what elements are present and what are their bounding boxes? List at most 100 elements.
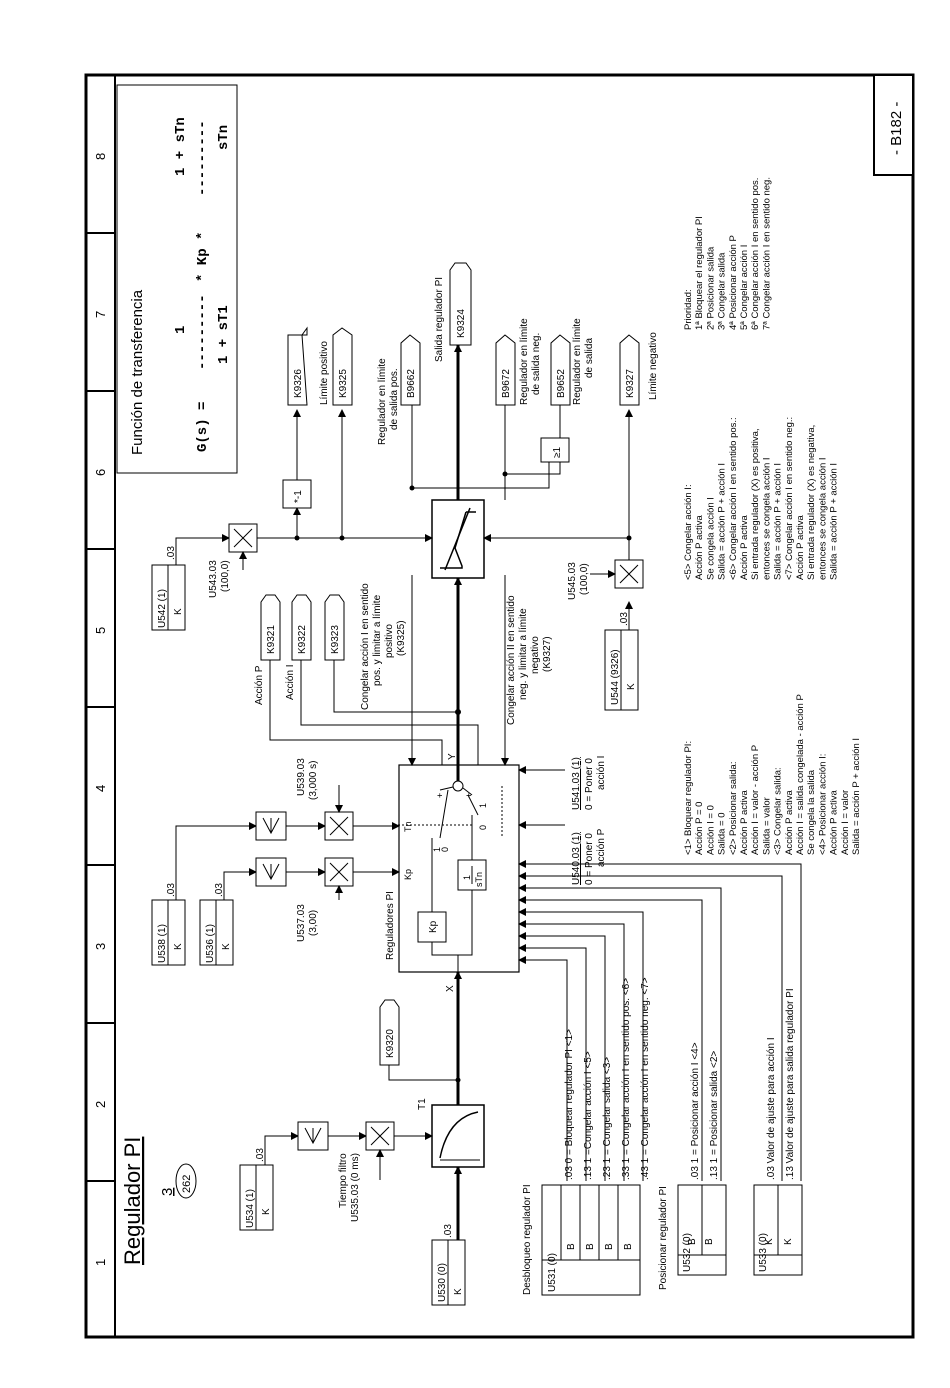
svg-text:+: + (435, 793, 445, 798)
b9662-connector[interactable]: B9662 (400, 334, 421, 406)
note-line: 2ª Posicionar salida (705, 246, 716, 330)
u534-param[interactable]: U534 (1) K (239, 1164, 274, 1231)
column-ruler (86, 232, 115, 1182)
u531-param[interactable]: U531 (0) B B B B (541, 1184, 641, 1296)
column-numbers: 8 7 6 5 4 3 2 1 (93, 153, 108, 1266)
u539-value: (3,000 s) (308, 761, 319, 800)
u542-label: U542 (1) (157, 589, 168, 628)
note-line: Si entrada regulador (X) es negativa, (806, 425, 817, 580)
u544-idx: .03 (619, 612, 630, 626)
tf-num2: 1 + sTn (173, 117, 189, 176)
col-2: 2 (93, 1101, 108, 1108)
u533-param[interactable]: U533 (0) K K (753, 1184, 803, 1276)
svg-text:B: B (566, 1243, 577, 1250)
page-title: Regulador PI (120, 1137, 145, 1265)
svg-text:.03 0 = Bloquear regulador PI: .03 0 = Bloquear regulador PI <1> (564, 1029, 575, 1180)
note-line: Acción I = valor (840, 790, 851, 855)
k9327-connector[interactable]: K9327 (619, 334, 640, 406)
note-line: Salida = acción P + acción I (829, 463, 840, 580)
tf-dashes2: --------- (195, 120, 211, 196)
u544-k: K (626, 683, 637, 690)
sw-p-0: 0 (440, 847, 450, 852)
u536-param[interactable]: U536 (1) K (199, 899, 234, 966)
u534-label: U534 (1) (245, 1189, 256, 1228)
u532-param[interactable]: U532 (0) B B (677, 1184, 727, 1276)
sw-i-0: 0 (478, 825, 488, 830)
u541-desc2: acción I (596, 756, 607, 790)
note-line: <5> Congelar acción I: (683, 484, 694, 580)
page-number: 3 (159, 1188, 176, 1196)
note-line: Acción I = valor - acción P (750, 745, 761, 855)
svg-text:B: B (585, 1243, 596, 1250)
u542-param[interactable]: U542 (1) K (151, 564, 186, 631)
svg-text:.23 1 = Congelar salida <3>: .23 1 = Congelar salida <3> (602, 1057, 613, 1180)
limite-neg-label: Límite negativo (648, 332, 659, 400)
note-line: Acción P activa (784, 790, 795, 855)
k9326-label: K9326 (293, 369, 304, 398)
valor-lines: .03 Valor de ajuste para acción I .13 Va… (766, 988, 796, 1180)
u544-param[interactable]: U544 (9326) K (604, 629, 639, 711)
u538-param[interactable]: U538 (1) K (151, 899, 186, 966)
u530-param[interactable]: U530 (0) K (431, 1239, 466, 1306)
u542-idx: .03 (166, 546, 177, 560)
note-line: 6ª Congelar acción I en sentido pos. (750, 178, 761, 330)
posicionar-lines: .03 1 = Posicionar acción I <4> .13 1 = … (690, 1042, 720, 1180)
x-label: X (445, 985, 456, 992)
col-6: 6 (93, 469, 108, 476)
u543-label: U543.03 (208, 560, 219, 598)
note-line: 1ª Bloquear el regulador PI (694, 216, 705, 330)
page-ref-oval (175, 1163, 197, 1199)
k9324-connector[interactable]: K9324 (449, 262, 472, 346)
u530-idx: .03 (443, 1224, 454, 1238)
k9325-label: K9325 (338, 369, 349, 398)
u540-desc2: acción P (596, 828, 607, 867)
kp-block-label: Kp (428, 920, 439, 933)
b9652-connector[interactable]: B9652 (550, 334, 571, 406)
note-line: entonces se congela acción I (817, 457, 828, 580)
u536-k: K (221, 943, 232, 950)
tn-input-label: Tn (403, 821, 413, 832)
svg-text:.13 Valor de ajuste para sali: .13 Valor de ajuste para salida regulado… (785, 988, 796, 1180)
svg-text:.13 1 =Congelar acción I <5>: .13 1 =Congelar acción I <5> (583, 1051, 594, 1180)
u538-label: U538 (1) (157, 924, 168, 963)
lim-1: Regulador en límite (572, 318, 583, 405)
note-line: Salida = 0 (717, 812, 728, 855)
desbloqueo-heading: Desbloqueo regulador PI (522, 1184, 533, 1295)
svg-text:negativo: negativo (530, 636, 541, 674)
svg-text:K: K (783, 1238, 794, 1245)
tf-gs: G(s) = (195, 402, 211, 452)
k9326-connector[interactable]: K9326 (287, 326, 308, 406)
note-line: entonces se congela acción I (761, 457, 772, 580)
k9322-connector[interactable]: K9322 (291, 594, 312, 661)
col-7: 7 (93, 311, 108, 318)
note-line: Acción P activa (739, 790, 750, 855)
u538-k: K (173, 943, 184, 950)
u540-desc1: 0 = Poner 0 (584, 833, 595, 885)
k9321-label: K9321 (266, 625, 277, 654)
svg-text:positivo: positivo (384, 624, 395, 658)
svg-text:(K9325): (K9325) (396, 620, 407, 656)
u541-label: U541.03 (1) (571, 757, 582, 810)
accion-p-label: Acción P (254, 665, 265, 705)
b9672-connector[interactable]: B9672 (495, 334, 516, 406)
note-line: 3ª Congelar salida (717, 252, 728, 330)
k9322-label: K9322 (297, 625, 308, 654)
note-line: <4> Posicionar acción I: (817, 754, 828, 855)
u530-label: U530 (0) (437, 1263, 448, 1302)
desbloqueo-lines: .03 0 = Bloquear regulador PI <1> .13 1 … (564, 977, 651, 1180)
k9325-connector[interactable]: K9325 (332, 327, 353, 406)
note-line: <7> Congelar acción I en sentido neg.: (784, 417, 795, 580)
lim-neg-2: de salida neg. (531, 333, 542, 395)
note-line: Salida = valor (761, 797, 772, 855)
limite-pos-label: Límite positivo (319, 341, 330, 405)
col-5: 5 (93, 627, 108, 634)
note-line: 5ª Congelar acción I (739, 245, 750, 330)
sw-i-1: 1 (478, 803, 488, 808)
k9327-label: K9327 (625, 369, 636, 398)
note-line: Si entrada regulador (X) es positiva, (750, 428, 761, 580)
k9320-connector[interactable]: K9320 (379, 999, 400, 1066)
svg-text:B: B (604, 1243, 615, 1250)
k9321-connector[interactable]: K9321 (260, 594, 281, 661)
k9323-connector[interactable]: K9323 (324, 594, 345, 661)
